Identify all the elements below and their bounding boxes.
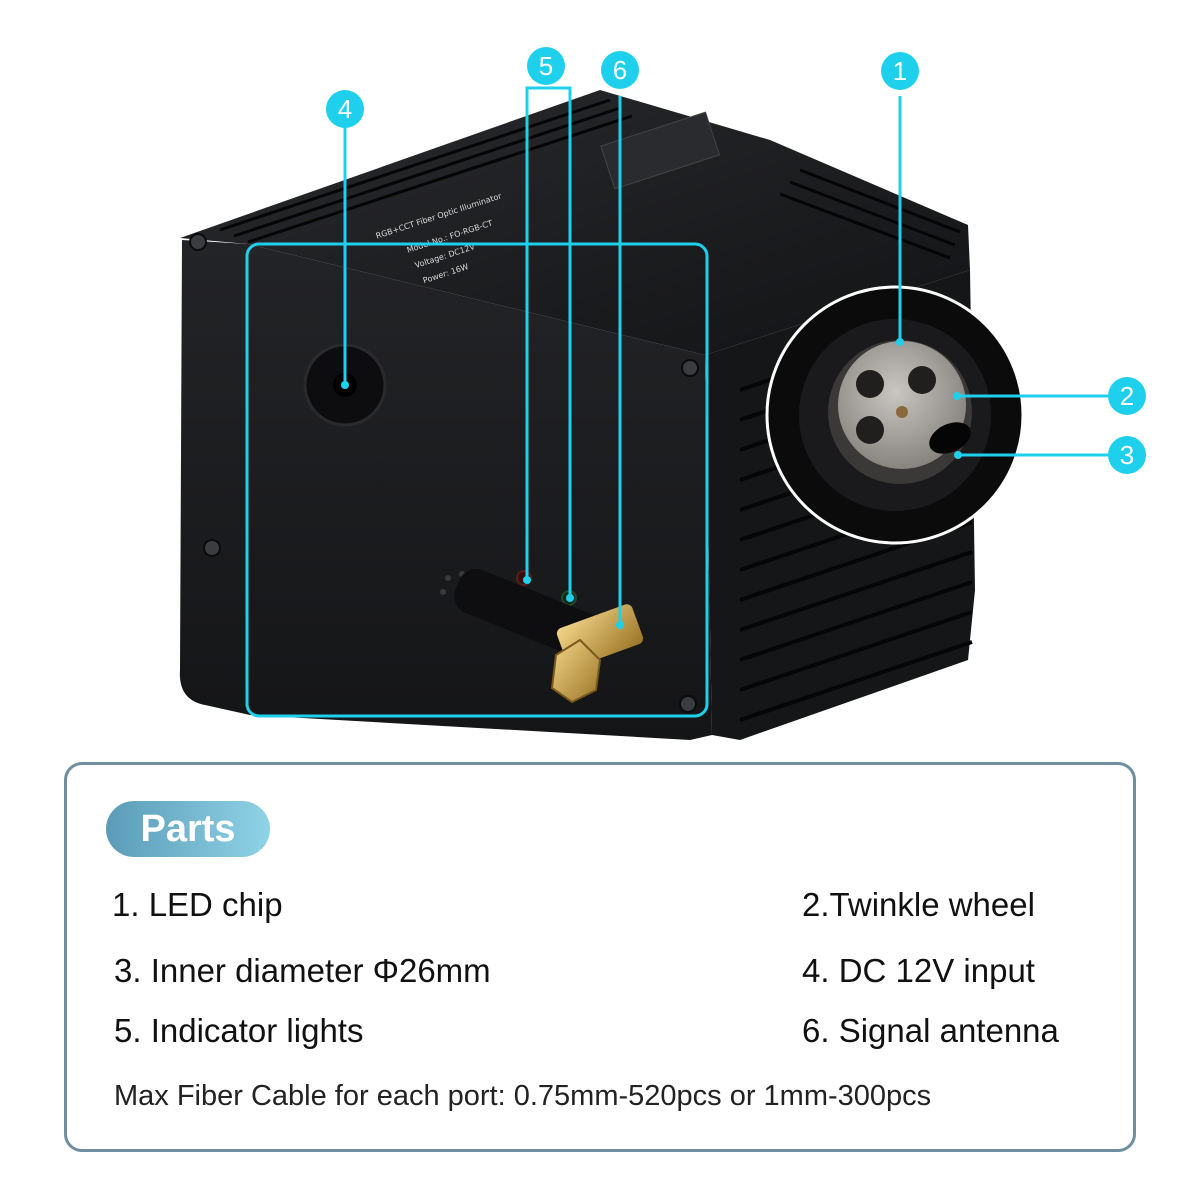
output-port-zoom bbox=[765, 285, 1025, 545]
callout-badge-3: 3 bbox=[1108, 436, 1146, 474]
part-item-led-chip: 1. LED chip bbox=[112, 886, 283, 923]
svg-text:1: 1 bbox=[893, 56, 907, 86]
parts-heading: Parts bbox=[106, 801, 270, 857]
part-item-indicator-lights: 5. Indicator lights bbox=[114, 1012, 364, 1049]
svg-text:5: 5 bbox=[539, 51, 553, 81]
svg-text:6: 6 bbox=[613, 55, 627, 85]
part-item-twinkle-wheel: 2.Twinkle wheel bbox=[802, 886, 1035, 923]
signal-antenna bbox=[454, 569, 644, 704]
svg-text:3: 3 bbox=[1120, 440, 1134, 470]
qr-code bbox=[600, 111, 721, 190]
front-panel-highlight bbox=[245, 242, 709, 718]
svg-text:4: 4 bbox=[338, 94, 352, 124]
part-item-signal-antenna: 6. Signal antenna bbox=[802, 1012, 1059, 1049]
callout-badge-1: 1 bbox=[881, 52, 919, 90]
callout-badge-4: 4 bbox=[326, 90, 364, 128]
max-fiber-note: Max Fiber Cable for each port: 0.75mm-52… bbox=[114, 1080, 932, 1112]
callout-badge-6: 6 bbox=[601, 51, 639, 89]
callout-badge-2: 2 bbox=[1108, 377, 1146, 415]
callout-badge-5: 5 bbox=[527, 47, 565, 85]
part-item-inner-diameter: 3. Inner diameter Φ26mm bbox=[114, 952, 491, 989]
svg-text:2: 2 bbox=[1120, 381, 1134, 411]
part-item-dc-input: 4. DC 12V input bbox=[802, 952, 1035, 989]
